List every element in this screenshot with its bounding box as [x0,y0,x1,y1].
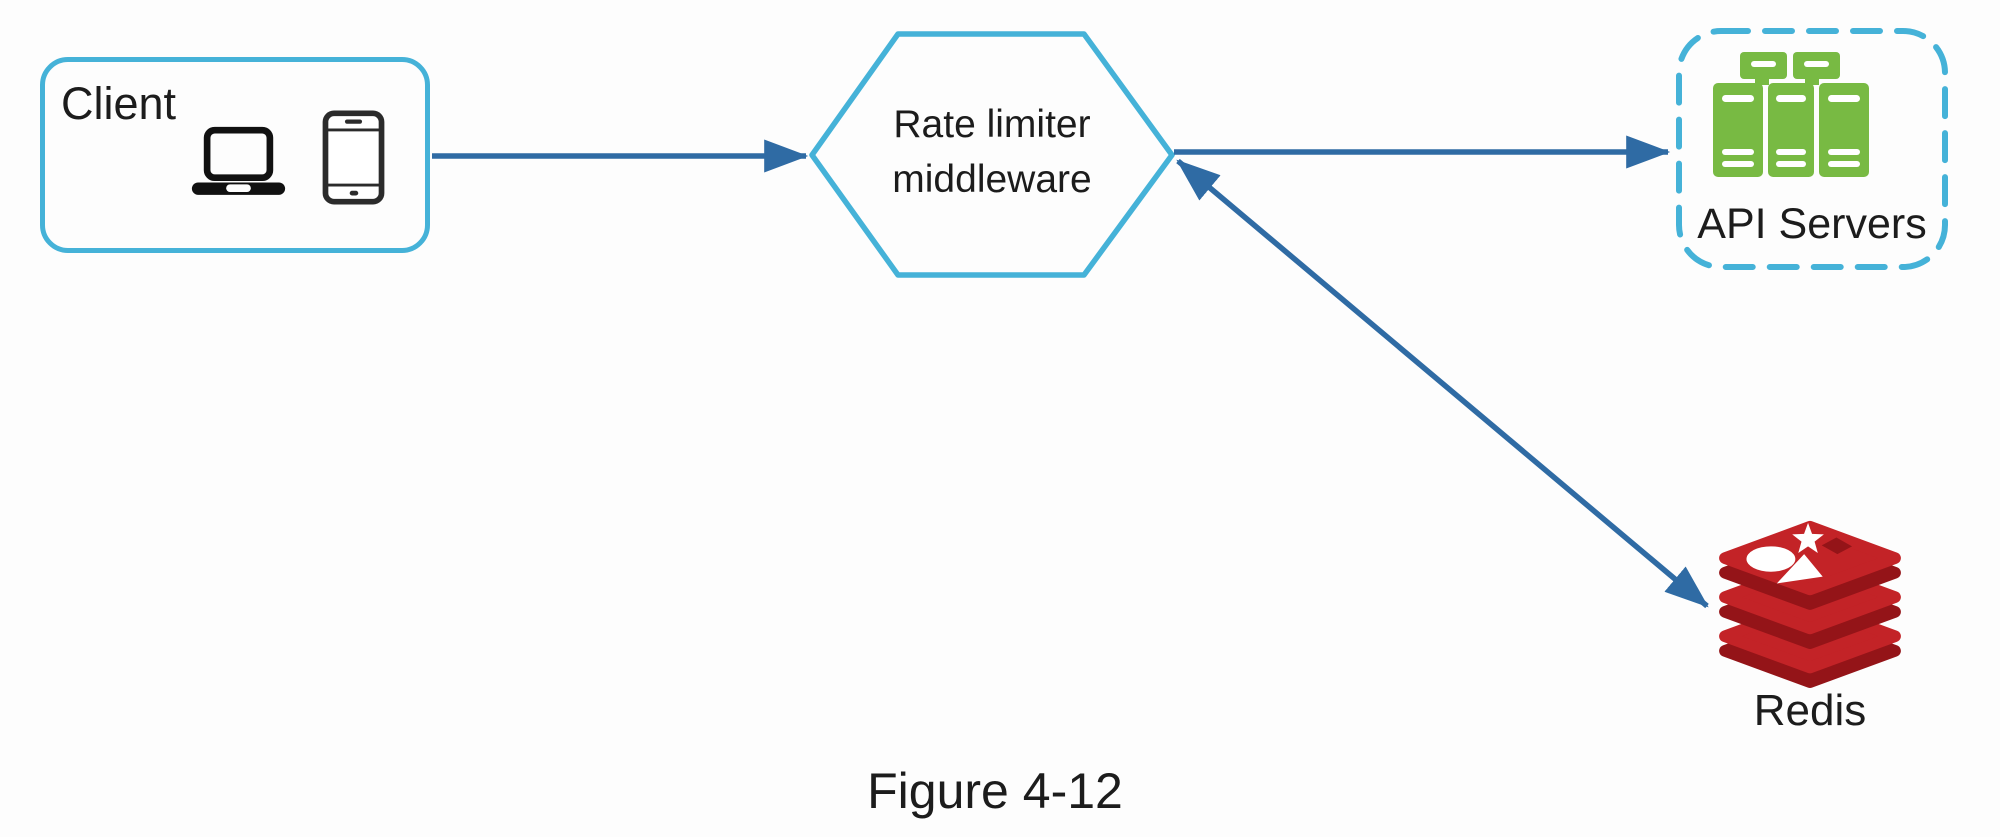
server-rack-icon [1713,52,1869,177]
client-label: Client [61,78,177,129]
redis-database-icon [1719,520,1901,689]
redis-label: Redis [1753,686,1867,735]
smartphone-icon [322,110,385,205]
rate-limiter-label-line1: Rate limiter [893,103,1091,146]
api-servers-dashed-box [1676,28,1948,270]
rate-limiter-label-line2: middleware [892,158,1092,201]
edge-rate-limiter-to-redis [1176,158,1709,609]
rate-limiter-label: Rate limiter middleware [842,97,1142,207]
rate-limiter-hexagon [809,31,1175,278]
laptop-icon [191,126,286,195]
client-node: Client [40,57,430,253]
api-servers-label: API Servers [1697,200,1927,248]
figure-caption: Figure 4-12 [867,763,1123,819]
